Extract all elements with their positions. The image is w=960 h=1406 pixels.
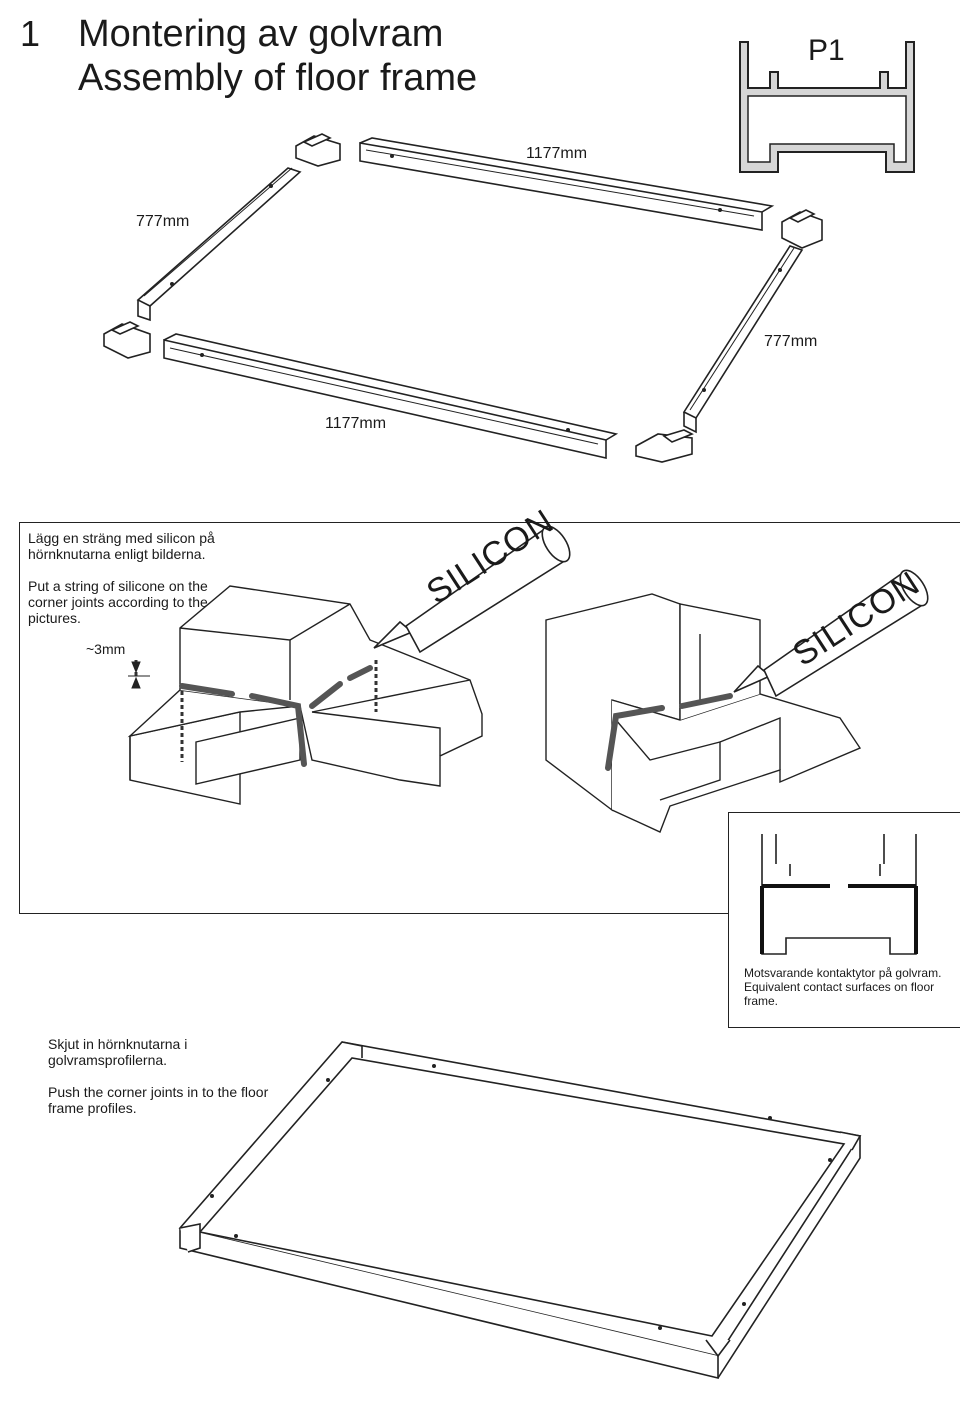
dim-top: 1177mm <box>526 145 588 162</box>
page-title: Montering av golvram Assembly of floor f… <box>78 12 477 100</box>
corner-joint-bottom-left <box>103 321 151 359</box>
assembled-instruction-swedish: Skjut in hörnknutarna i golvramsprofiler… <box>48 1036 188 1068</box>
corner-joint-bottom-right <box>635 429 694 463</box>
dim-right: 777mm <box>764 333 818 350</box>
contact-caption-english: Equivalent contact surfaces on floor fra… <box>744 980 935 1008</box>
step-number: 1 <box>20 13 41 54</box>
title-swedish: Montering av golvram <box>78 13 444 55</box>
rail-left-short <box>136 167 302 307</box>
rail-bottom-long <box>163 338 607 460</box>
instruction-swedish: Lägg en sträng med silicon på hörnknutar… <box>28 530 215 562</box>
instruction-english: Put a string of silicone on the corner j… <box>28 578 208 626</box>
contact-caption-swedish: Motsvarande kontaktytor på golvram. <box>744 966 942 980</box>
assembled-instruction-english: Push the corner joints in to the floor f… <box>48 1084 269 1116</box>
corner-joint-top-left <box>295 133 341 167</box>
corner-joint-top-right <box>781 209 823 249</box>
dim-left: 777mm <box>136 213 190 230</box>
title-english: Assembly of floor frame <box>78 57 478 99</box>
profile-code: P1 <box>808 34 845 67</box>
dim-bottom: 1177mm <box>325 415 387 432</box>
rail-right-short <box>682 245 804 420</box>
gap-label: ~3mm <box>86 641 126 657</box>
assembled-frame-inner <box>198 1057 846 1337</box>
